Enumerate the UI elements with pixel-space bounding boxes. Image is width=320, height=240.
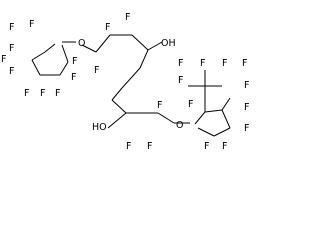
bond	[59, 61, 69, 76]
bond	[131, 34, 149, 51]
atom-label-fluorine: F	[242, 58, 247, 69]
atom-label-fluorine: F	[178, 75, 183, 86]
atom-label-hydroxyl: OH	[161, 38, 176, 49]
bond	[95, 34, 111, 53]
atom-labels: O F F F F F F F F F F F F F OH HO F F F …	[1, 12, 249, 152]
bond	[81, 44, 97, 53]
bond	[221, 109, 231, 129]
bond	[61, 44, 69, 63]
atom-label-fluorine: F	[222, 58, 227, 69]
atom-label-fluorine: F	[126, 141, 131, 152]
bond	[31, 59, 41, 76]
atom-label-fluorine: F	[94, 65, 99, 76]
atom-label-fluorine: F	[9, 43, 14, 54]
atom-label-oxygen: O	[176, 120, 183, 131]
atom-label-fluorine: F	[200, 58, 205, 69]
bond	[121, 67, 141, 89]
atom-label-fluorine: F	[105, 22, 110, 33]
bond	[111, 87, 123, 101]
atom-label-fluorine: F	[157, 100, 162, 111]
atom-label-fluorine: F	[9, 66, 14, 77]
bond	[31, 51, 46, 61]
bond	[139, 49, 149, 69]
bond	[197, 127, 215, 137]
atom-label-fluorine: F	[9, 22, 14, 33]
bond	[213, 127, 231, 137]
bond	[111, 99, 127, 114]
atom-label-fluorine: F	[72, 56, 77, 67]
bond	[147, 41, 163, 51]
bond	[44, 43, 56, 53]
bond	[204, 109, 223, 113]
bond	[107, 112, 127, 129]
bonds	[31, 34, 231, 137]
atom-label-fluorine: F	[40, 88, 45, 99]
atom-label-fluorine: F	[244, 80, 249, 91]
atom-label-fluorine: F	[71, 72, 76, 83]
atom-label-fluorine: F	[178, 58, 183, 69]
atom-label-fluorine: F	[24, 88, 29, 99]
atom-label-fluorine: F	[125, 12, 130, 23]
bond	[157, 112, 175, 124]
atom-label-fluorine: F	[244, 102, 249, 113]
atom-label-fluorine: F	[188, 99, 193, 110]
atom-label-fluorine: F	[244, 123, 249, 134]
molecule-structure: O F F F F F F F F F F F F F OH HO F F F …	[1, 12, 249, 152]
bond	[221, 97, 231, 111]
atom-label-fluorine: F	[204, 141, 209, 152]
atom-label-fluorine: F	[147, 141, 152, 152]
atom-label-fluorine: F	[1, 54, 6, 65]
structure-canvas: O F F F F F F F F F F F F F OH HO F F F …	[1, 12, 250, 152]
atom-label-hydroxyl-left: HO	[92, 122, 107, 133]
atom-label-fluorine: F	[55, 88, 60, 99]
atom-label-oxygen: O	[78, 38, 85, 49]
atom-label-fluorine: F	[222, 141, 227, 152]
bond	[194, 111, 206, 125]
atom-label-fluorine: F	[29, 19, 34, 30]
